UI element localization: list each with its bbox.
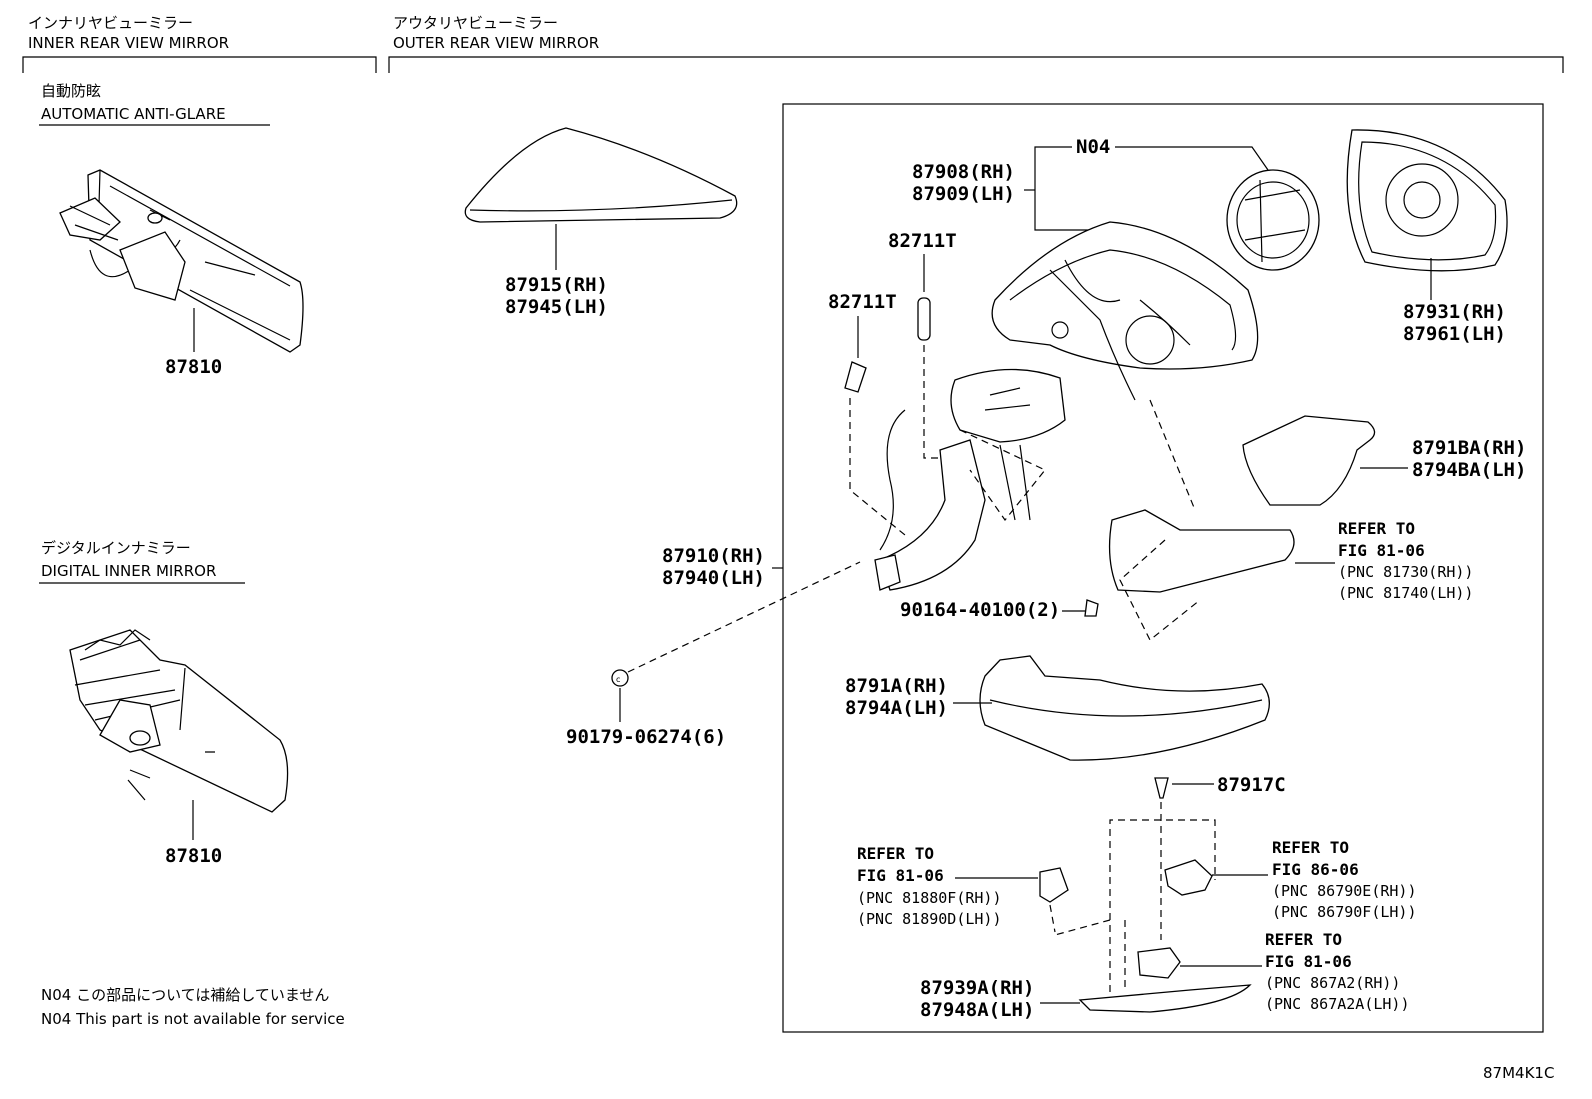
mirror-body-drawing — [874, 221, 1259, 591]
mirror-cover-lower-drawing — [1242, 415, 1376, 506]
auto-antiglare-title-en: AUTOMATIC ANTI-GLARE — [41, 105, 226, 123]
puddle-lamp-ref-4: (PNC 867A2A(LH)) — [1265, 995, 1410, 1013]
nut-icon — [611, 669, 629, 687]
lower-cover-drawing — [1078, 984, 1252, 1013]
lower-cover-lh: 87948A(LH) — [920, 999, 1034, 1021]
actuator-rh: 87908(RH) — [912, 161, 1015, 183]
inner-section-bracket — [22, 56, 377, 73]
garnish-edge — [989, 699, 1263, 717]
lower-cover-rh: 87939A(RH) — [920, 977, 1034, 999]
digital-mirror-title-en: DIGITAL INNER MIRROR — [41, 562, 216, 580]
mirror-cover-lower-rh: 8791BA(RH) — [1412, 437, 1526, 459]
auto-antiglare-mirror-drawing — [59, 169, 304, 353]
clip-lower-label: 82711T — [828, 291, 897, 313]
outer-section-title-jp: アウタリヤビューミラー — [393, 14, 558, 32]
camera-ref-3: (PNC 86790E(RH)) — [1272, 882, 1417, 900]
turn-signal-ref-4: (PNC 81740(LH)) — [1338, 584, 1473, 602]
note-jp: N04 この部品については補給していません — [41, 986, 329, 1004]
note-en: N04 This part is not available for servi… — [41, 1010, 345, 1028]
mirror-cover-lh: 87945(LH) — [505, 296, 608, 318]
turn-signal-dashed — [1119, 539, 1201, 641]
digital-mirror-title-jp: デジタルインナミラー — [41, 539, 191, 557]
digital-mirror-drawing — [69, 629, 289, 813]
camera-ref-2: FIG 86-06 — [1272, 860, 1359, 879]
garnish-lh: 8794A(LH) — [845, 697, 948, 719]
digital-mirror-part-number: 87810 — [165, 845, 222, 867]
side-lamp-ref-4: (PNC 81890D(LH)) — [857, 910, 1002, 928]
nut-part-number: 90179-06274(6) — [566, 726, 726, 748]
mirror-cover-drawing — [464, 127, 738, 223]
mirror-glass-rh: 87931(RH) — [1403, 301, 1506, 323]
mirror-actuator-drawing — [1226, 169, 1320, 271]
outer-section-bracket — [388, 56, 1564, 73]
clip-lower-dashed — [849, 398, 906, 536]
mirror-glass-lh: 87961(LH) — [1403, 323, 1506, 345]
inner-section-title-jp: インナリヤビューミラー — [28, 14, 193, 32]
clip-lower-drawing — [844, 361, 867, 393]
side-lamp-ref-1: REFER TO — [857, 844, 934, 863]
harness-dashed-outline — [959, 429, 1046, 522]
outer-section-title-en: OUTER REAR VIEW MIRROR — [393, 34, 599, 52]
mirror-assembly-lh: 87940(LH) — [662, 567, 765, 589]
turn-signal-drawing — [1108, 509, 1295, 593]
side-lamp-drawing — [1039, 867, 1069, 903]
clip-upper-drawing — [917, 297, 931, 341]
turn-signal-ref-2: FIG 81-06 — [1338, 541, 1425, 560]
lower-screw-drawing — [1154, 777, 1169, 799]
harness-dashed-link — [1149, 399, 1196, 511]
mirror-assembly-rh: 87910(RH) — [662, 545, 765, 567]
inner-section-title-en: INNER REAR VIEW MIRROR — [28, 34, 229, 52]
lower-housing-dashed — [1054, 819, 1216, 992]
screw-part-number: 90164-40100(2) — [900, 599, 1060, 621]
puddle-lamp-ref-1: REFER TO — [1265, 930, 1342, 949]
mirror-cover-rh: 87915(RH) — [505, 274, 608, 296]
clip-upper-dashed — [923, 345, 968, 459]
mirror-glass-drawing — [1346, 129, 1508, 272]
nut-dashed-leader — [627, 561, 861, 673]
turn-signal-ref-1: REFER TO — [1338, 519, 1415, 538]
auto-antiglare-title-jp: 自動防眩 — [41, 82, 101, 100]
auto-antiglare-part-number: 87810 — [165, 356, 222, 378]
n04-leader-left — [1034, 146, 1105, 231]
garnish-drawing — [979, 655, 1270, 761]
side-lamp-ref-3: (PNC 81880F(RH)) — [857, 889, 1002, 907]
n04-leader-right — [1115, 146, 1269, 171]
side-lamp-dashed — [1049, 904, 1056, 933]
mirror-cover-lower-lh: 8794BA(LH) — [1412, 459, 1526, 481]
side-lamp-ref-2: FIG 81-06 — [857, 866, 944, 885]
actuator-lh: 87909(LH) — [912, 183, 1015, 205]
mirror-cover-edge — [469, 199, 733, 212]
camera-ref-1: REFER TO — [1272, 838, 1349, 857]
clip-upper-label: 82711T — [888, 230, 957, 252]
garnish-rh: 8791A(RH) — [845, 675, 948, 697]
camera-ref-4: (PNC 86790F(LH)) — [1272, 903, 1417, 921]
screw-drawing — [1084, 599, 1099, 617]
figure-code: 87M4K1C — [1483, 1064, 1554, 1082]
turn-signal-ref-3: (PNC 81730(RH)) — [1338, 563, 1473, 581]
puddle-lamp-drawing — [1137, 947, 1181, 979]
n04-label: N04 — [1076, 136, 1110, 158]
puddle-lamp-ref-3: (PNC 867A2(RH)) — [1265, 974, 1400, 992]
camera-drawing — [1164, 859, 1213, 896]
nut-mark: c — [616, 675, 620, 684]
lower-screw-part-number: 87917C — [1217, 774, 1286, 796]
puddle-lamp-ref-2: FIG 81-06 — [1265, 952, 1352, 971]
